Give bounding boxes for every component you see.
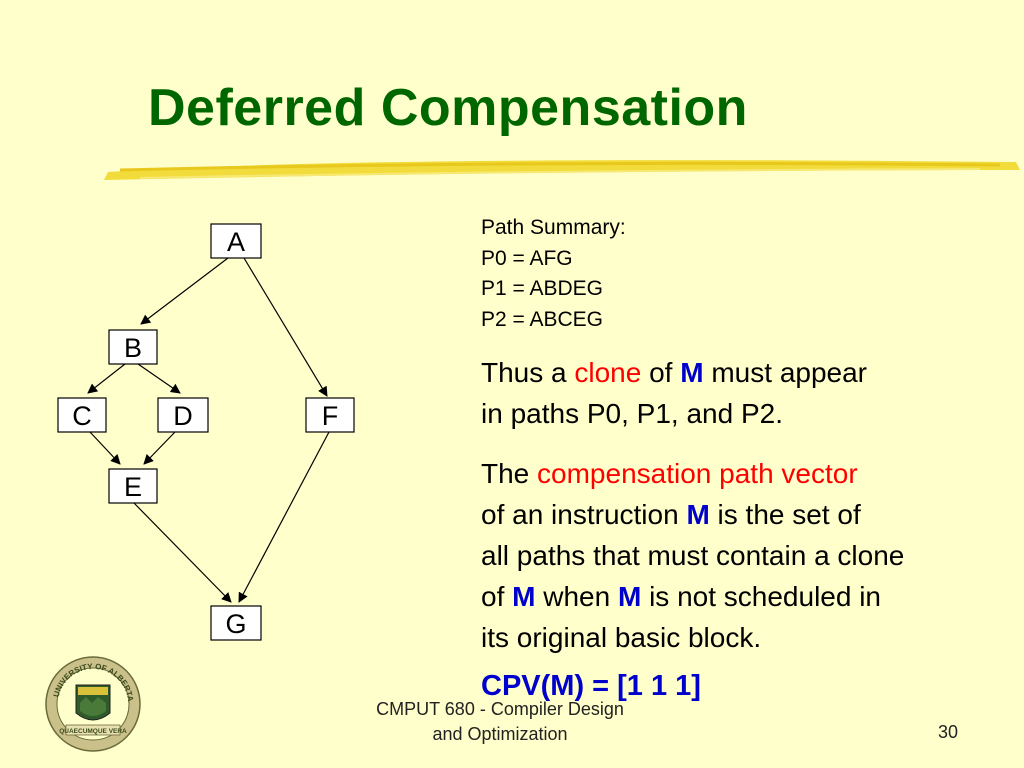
node-b-label: B bbox=[124, 333, 142, 363]
slide-title: Deferred Compensation bbox=[148, 79, 748, 137]
node-c: C bbox=[57, 397, 107, 433]
definition-line-3: all paths that must contain a clone bbox=[481, 540, 905, 571]
node-a: A bbox=[210, 223, 262, 259]
edge-a-f bbox=[243, 257, 328, 397]
node-f: F bbox=[305, 397, 355, 433]
clone-paragraph-line-2: in paths P0, P1, and P2. bbox=[481, 398, 783, 429]
text-run: when bbox=[535, 581, 618, 612]
clone-term: clone bbox=[574, 357, 642, 388]
definition-line-1: The compensation path vector bbox=[481, 453, 904, 494]
definition-line-4: of M when M is not scheduled in bbox=[481, 576, 904, 617]
node-d: D bbox=[157, 397, 209, 433]
edge-f-g bbox=[238, 431, 330, 603]
graph-edges bbox=[87, 257, 330, 603]
edge-b-c bbox=[87, 363, 126, 394]
text-run: must appear bbox=[703, 357, 867, 388]
instruction-m: M bbox=[617, 581, 642, 612]
definition-line-2: of an instruction M is the set of bbox=[481, 494, 904, 535]
node-g: G bbox=[210, 605, 262, 641]
instruction-m: M bbox=[512, 581, 536, 612]
path-summary-heading: Path Summary: bbox=[481, 216, 626, 239]
node-g-label: G bbox=[225, 609, 246, 639]
edge-c-e bbox=[89, 431, 121, 465]
instruction-m: M bbox=[680, 357, 704, 388]
text-run: is not scheduled in bbox=[641, 581, 882, 612]
cpv-term: compensation path vector bbox=[537, 458, 858, 489]
text-run: is the set of bbox=[709, 499, 861, 530]
node-f-label: F bbox=[322, 401, 339, 431]
title-underline-stroke bbox=[104, 160, 1020, 180]
edge-b-d bbox=[137, 363, 181, 394]
node-c-label: C bbox=[72, 401, 92, 431]
footer-course-title: CMPUT 680 - Compiler Design and Optimiza… bbox=[340, 697, 660, 747]
logo-motto: QUAECUMQUE VERA bbox=[59, 728, 127, 735]
node-d-label: D bbox=[173, 401, 193, 431]
edge-a-b bbox=[140, 257, 229, 325]
node-a-label: A bbox=[227, 227, 245, 257]
cpv-result: CPV(M) = [1 1 1] bbox=[481, 670, 701, 702]
page-number: 30 bbox=[937, 722, 959, 742]
node-e-label: E bbox=[124, 472, 142, 502]
edge-e-g bbox=[133, 502, 232, 603]
node-e: E bbox=[108, 468, 158, 504]
cpv-definition-paragraph: The compensation path vector of an instr… bbox=[481, 453, 904, 658]
university-crest-logo: UNIVERSITY OF ALBERTA QUAECUMQUE VERA bbox=[45, 656, 141, 752]
footer-line-2: and Optimization bbox=[432, 724, 568, 744]
edge-d-e bbox=[143, 431, 176, 465]
path-p0: P0 = AFG bbox=[481, 246, 573, 270]
path-summary: Path Summary: P0 = AFG P1 = ABDEG P2 = A… bbox=[481, 213, 626, 335]
text-run: of bbox=[641, 357, 681, 388]
clone-paragraph: Thus a clone of M must appear in paths P… bbox=[481, 352, 867, 434]
definition-line-5: its original basic block. bbox=[481, 622, 762, 653]
graph-nodes: A B C D E F G bbox=[57, 223, 355, 641]
path-p1: P1 = ABDEG bbox=[481, 277, 603, 300]
footer-line-1: CMPUT 680 - Compiler Design bbox=[376, 699, 624, 719]
text-run: of an instruction bbox=[481, 499, 687, 530]
text-run: The bbox=[481, 458, 538, 489]
clone-paragraph-line-1: Thus a clone of M must appear bbox=[481, 352, 867, 393]
text-run: Thus a bbox=[481, 357, 575, 388]
node-b: B bbox=[108, 329, 158, 365]
text-run: of bbox=[481, 581, 513, 612]
path-p2: P2 = ABCEG bbox=[481, 307, 603, 331]
instruction-m: M bbox=[686, 499, 710, 530]
